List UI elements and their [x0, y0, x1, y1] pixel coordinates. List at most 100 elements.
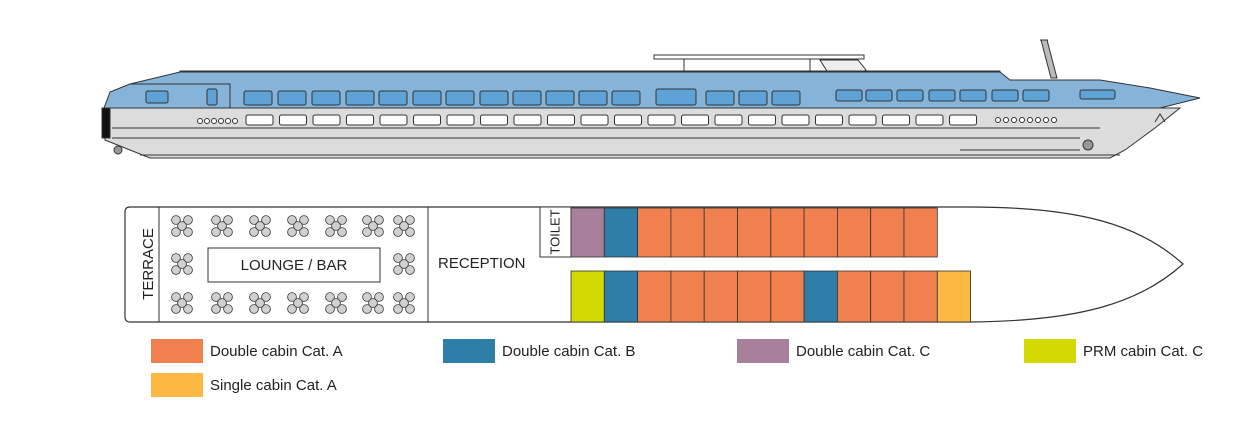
- anchor-icon: [1082, 139, 1094, 151]
- upper-window: [738, 90, 768, 106]
- porthole: [218, 118, 224, 124]
- porthole: [1019, 117, 1025, 123]
- seating-cluster: [171, 292, 193, 314]
- porthole: [204, 118, 210, 124]
- reception-label: RECEPTION: [438, 255, 526, 272]
- lower-window: [547, 114, 575, 126]
- bow-mark: [1154, 113, 1166, 123]
- upper-window: [865, 89, 893, 102]
- cabin-a: [870, 270, 905, 323]
- cabin-a: [670, 270, 705, 323]
- lower-window: [480, 114, 508, 126]
- cabin-a: [903, 207, 938, 258]
- seating-cluster: [249, 215, 271, 237]
- upper-window: [512, 90, 542, 106]
- upper-window: [311, 90, 341, 106]
- lower-window: [379, 114, 408, 126]
- legend-label: Double cabin Cat. B: [502, 342, 636, 360]
- cabin-a: [770, 207, 805, 258]
- lower-window: [413, 114, 441, 126]
- cabin-b: [803, 270, 838, 323]
- upper-window: [1079, 89, 1116, 100]
- cabin-prm: [570, 270, 605, 323]
- toilet-area: [539, 206, 572, 258]
- legend-item: Double cabin Cat. C: [737, 339, 930, 363]
- lower-window: [882, 114, 910, 126]
- upper-window: [145, 90, 169, 104]
- upper-window: [896, 89, 924, 102]
- upper-window: [412, 90, 442, 106]
- lower-window: [681, 114, 709, 126]
- terrace-label: TERRACE: [140, 228, 157, 300]
- lower-window: [848, 114, 877, 126]
- legend-label: Double cabin Cat. A: [210, 342, 343, 360]
- lower-window: [748, 114, 776, 126]
- legend-label: Double cabin Cat. C: [796, 342, 931, 360]
- lower-window: [312, 114, 341, 126]
- cabin-a: [703, 270, 738, 323]
- legend-swatch: [1024, 339, 1076, 363]
- legend-swatch: [151, 339, 203, 363]
- porthole: [1043, 117, 1049, 123]
- lower-window: [614, 114, 642, 126]
- cabins-bottom-row: [570, 270, 971, 323]
- seating-cluster: [362, 292, 384, 314]
- upper-window: [277, 90, 307, 106]
- lower-windows: [245, 114, 977, 126]
- seating-cluster: [362, 215, 384, 237]
- cabin-a: [637, 207, 672, 258]
- cabin-a: [737, 270, 772, 323]
- lounge-seating: [171, 215, 415, 314]
- upper-window: [479, 90, 509, 106]
- porthole: [995, 117, 1001, 123]
- seating-cluster: [211, 292, 233, 314]
- lounge-bar-label: LOUNGE / BAR: [241, 257, 348, 274]
- lower-window: [446, 114, 475, 126]
- upper-window: [378, 90, 408, 106]
- cabin-s: [936, 270, 971, 323]
- upper-window: [206, 88, 218, 106]
- porthole: [211, 118, 217, 124]
- cabin-a: [870, 207, 905, 258]
- upper-window: [611, 90, 641, 106]
- legend-item: Double cabin Cat. B: [443, 339, 635, 363]
- upper-window: [991, 89, 1019, 102]
- upper-window: [959, 89, 987, 102]
- portholes: [197, 117, 1057, 124]
- cabin-a: [803, 207, 838, 258]
- porthole: [1011, 117, 1017, 123]
- legend-label: PRM cabin Cat. C: [1083, 342, 1204, 360]
- cabin-b: [603, 207, 638, 258]
- seating-cluster: [393, 292, 415, 314]
- stern: [101, 107, 111, 139]
- seating-cluster: [249, 292, 271, 314]
- upper-window: [243, 90, 273, 106]
- upper-window: [545, 90, 575, 106]
- porthole: [1051, 117, 1057, 123]
- seating-cluster: [171, 215, 193, 237]
- lower-window: [346, 114, 374, 126]
- upper-window: [705, 90, 735, 106]
- seating-cluster: [171, 253, 193, 275]
- seating-cluster: [287, 215, 309, 237]
- porthole: [1027, 117, 1033, 123]
- seating-cluster: [211, 215, 233, 237]
- porthole: [197, 118, 203, 124]
- cabin-a: [770, 270, 805, 323]
- seating-cluster: [393, 215, 415, 237]
- upper-window: [928, 89, 956, 102]
- legend-swatch: [151, 373, 203, 397]
- upper-window: [1022, 89, 1050, 102]
- propeller-icon: [113, 145, 123, 155]
- toilet-label: TOILET: [547, 209, 562, 254]
- cabin-a: [837, 207, 872, 258]
- lower-window: [647, 114, 676, 126]
- seating-cluster: [393, 253, 415, 275]
- lower-window: [513, 114, 542, 126]
- lower-window: [781, 114, 810, 126]
- porthole: [1003, 117, 1009, 123]
- legend-label: Single cabin Cat. A: [210, 376, 337, 394]
- seating-cluster: [287, 292, 309, 314]
- upper-window: [578, 90, 608, 106]
